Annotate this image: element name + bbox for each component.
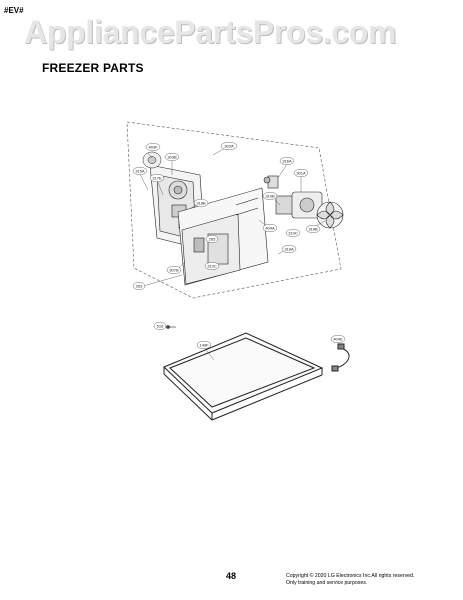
glass-shelf — [163, 332, 324, 421]
page-number: 48 — [226, 571, 237, 581]
copyright-line-1: Copyright © 2020 LG Electronics Inc.All … — [286, 573, 415, 579]
callout-303b-label: 303B — [167, 154, 177, 159]
callout-149f-label: 149F — [199, 342, 209, 347]
watermark: AppliancePartsPros.com — [24, 14, 397, 50]
callout-404e — [330, 335, 346, 344]
callout-404a-label: 404A — [265, 225, 275, 230]
section-title: FREEZER PARTS — [42, 61, 144, 75]
motor-bracket — [263, 175, 279, 189]
callout-307b-label: 307B — [169, 267, 179, 272]
callout-149f — [196, 341, 212, 350]
callout-316a-label: 316A — [282, 158, 292, 163]
callout-317e — [149, 173, 165, 182]
fan-motor-assembly — [275, 191, 344, 229]
document-tag: #EV# — [4, 6, 24, 15]
callout-301a — [293, 168, 309, 177]
callout-403f — [145, 142, 161, 151]
callout-516 — [153, 322, 167, 331]
copyright-notice: Copyright © 2020 LG Electronics Inc.All … — [286, 573, 414, 587]
callout-315a-label: 315A — [135, 168, 145, 173]
copyright-line-2: Only training and service purposes. — [286, 580, 368, 586]
callout-263-label: 263 — [136, 283, 143, 288]
callout-319b — [305, 224, 321, 233]
callout-516-label: 516 — [157, 323, 164, 328]
assembly-boundary — [126, 121, 342, 299]
callout-319a — [281, 244, 297, 253]
callout-319c-label: 319C — [288, 230, 298, 235]
callout-403f-label: 403F — [148, 144, 158, 149]
callout-317e-label: 317E — [152, 175, 162, 180]
callout-404e-label: 404E — [333, 336, 343, 341]
callout-310c-label: 310C — [207, 263, 217, 268]
callout-310b — [262, 191, 278, 200]
callout-bubbles: 302A 403F 303B 315A 317E 318B 316A 301A … — [132, 141, 346, 350]
wire-harness — [331, 343, 350, 372]
callout-307b — [166, 266, 182, 275]
callout-319b-label: 319B — [308, 226, 318, 231]
callout-319c — [285, 228, 301, 237]
callout-303b — [164, 152, 180, 161]
callout-318b — [193, 198, 209, 207]
callout-310c — [204, 262, 220, 271]
callout-302a-label: 302A — [224, 143, 234, 148]
callout-310b-label: 310B — [265, 193, 275, 198]
screw-516 — [166, 325, 176, 329]
callout-301a-label: 301A — [296, 170, 306, 175]
callout-302a — [220, 141, 238, 150]
callout-319a-label: 319A — [284, 246, 294, 251]
callout-318b-label: 318B — [196, 200, 206, 205]
callout-265-label: 265 — [209, 236, 216, 241]
callout-316a — [279, 156, 295, 165]
callout-263 — [132, 282, 146, 291]
callout-404a — [262, 223, 278, 232]
fan-grille — [142, 151, 162, 169]
callout-265 — [205, 234, 219, 243]
callout-315a — [132, 166, 148, 175]
evaporator-cover — [177, 187, 269, 286]
